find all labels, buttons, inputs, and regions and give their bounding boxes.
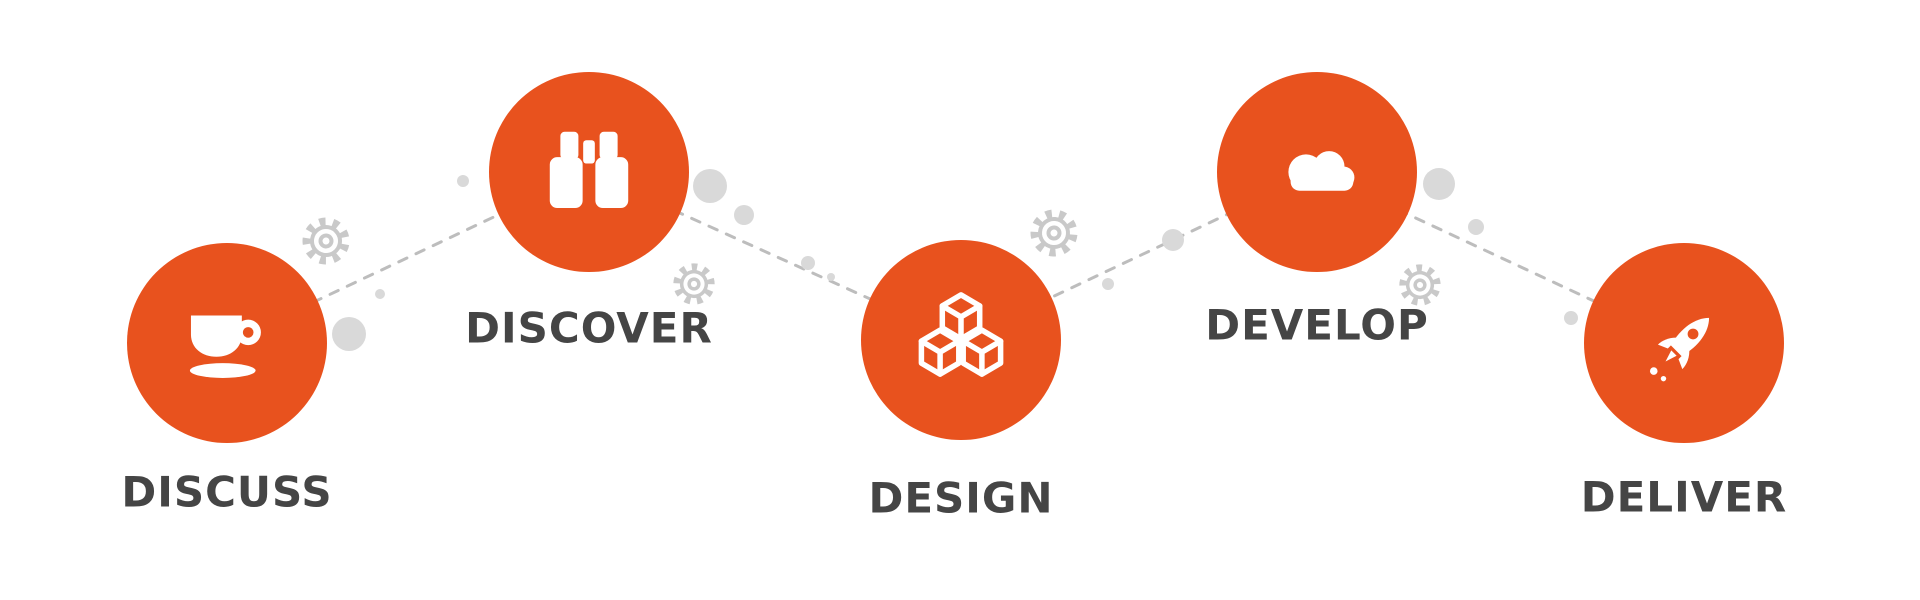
decor-dot: [734, 205, 754, 225]
step-label-develop: DEVELOP: [1205, 300, 1429, 350]
decor-dot: [1162, 229, 1184, 251]
cubes-icon: [918, 292, 1004, 377]
step-circle-deliver: [1584, 243, 1784, 443]
decor-dot: [1102, 278, 1114, 290]
decor-dot: [801, 256, 815, 270]
step-circle-develop: [1217, 72, 1417, 272]
step-label-deliver: DELIVER: [1580, 472, 1788, 522]
decor-dot: [693, 169, 727, 203]
decor-dot: [375, 289, 385, 299]
gear-icon: [1033, 212, 1074, 253]
decor-dot: [1423, 168, 1455, 200]
decor-dot: [332, 317, 366, 351]
step-circle-design: [861, 240, 1061, 440]
step-circle-discuss: [127, 243, 327, 443]
coffee-cup-icon: [189, 315, 261, 378]
gear-icon: [304, 219, 348, 263]
decor-dot: [827, 273, 835, 281]
connector-path: [225, 170, 1686, 345]
step-circle-discover: [489, 72, 689, 272]
cloud-icon: [1288, 151, 1355, 191]
step-label-discover: DISCOVER: [465, 303, 713, 353]
rocket-icon: [1649, 317, 1710, 382]
step-label-design: DESIGN: [868, 473, 1054, 523]
decor-dot: [457, 175, 469, 187]
step-label-discuss: DISCUSS: [121, 467, 333, 517]
decor-dot: [1564, 311, 1578, 325]
decor-dot: [1468, 219, 1484, 235]
binoculars-icon: [549, 131, 629, 209]
gear-icon: [672, 262, 716, 306]
